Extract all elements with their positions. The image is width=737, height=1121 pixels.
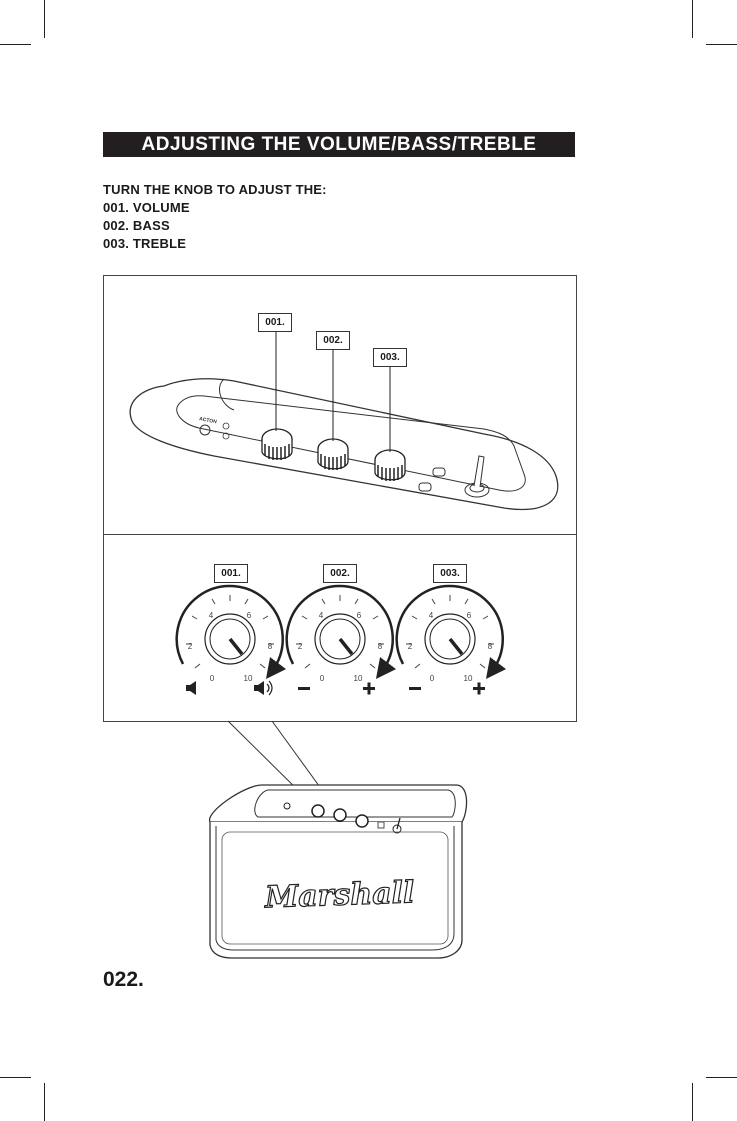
page-number: 022. xyxy=(103,968,144,991)
callout-top-003: 003. xyxy=(373,348,407,367)
speaker-loud-icon xyxy=(254,680,273,696)
minus-icon xyxy=(409,687,421,690)
dial-volume-scale-0: 0 xyxy=(210,674,215,683)
speaker-mute-icon xyxy=(186,681,196,695)
minus-icon xyxy=(298,687,310,690)
svg-text:ACTON: ACTON xyxy=(199,416,218,425)
dial-volume xyxy=(175,584,287,679)
dial-volume-scale-4: 4 xyxy=(209,611,214,620)
plus-icon xyxy=(473,682,485,695)
plus-icon xyxy=(363,682,375,695)
crop-mark-br-v xyxy=(692,1083,693,1121)
crop-mark-br-h xyxy=(706,1077,737,1078)
crop-mark-tl-v xyxy=(44,0,45,38)
instruction-bass: 002. BASS xyxy=(103,218,170,233)
crop-mark-bl-v xyxy=(44,1083,45,1121)
dial-volume-scale-10: 10 xyxy=(244,674,253,683)
dial-bass xyxy=(285,584,397,679)
dials-illustration: 0 2 4 6 8 10 0 2 4 6 8 10 0 2 4 6 8 10 xyxy=(175,584,507,696)
dial-volume-scale-6: 6 xyxy=(247,611,252,620)
callout-bottom-001: 001. xyxy=(214,564,248,583)
section-title: ADJUSTING THE VOLUME/BASS/TREBLE xyxy=(103,132,575,157)
callout-bottom-003: 003. xyxy=(433,564,467,583)
dial-bass-scale-6: 6 xyxy=(357,611,362,620)
dial-volume-scale-8: 8 xyxy=(268,642,273,651)
dial-treble-scale-8: 8 xyxy=(488,642,493,651)
dial-treble-scale-4: 4 xyxy=(429,611,434,620)
dial-diagram-panel: 001. 002. 003. xyxy=(103,534,577,722)
dial-bass-scale-10: 10 xyxy=(354,674,363,683)
dial-treble-scale-2: 2 xyxy=(408,642,413,651)
knob-volume-illustration xyxy=(261,428,293,460)
marshall-logo: Marshall xyxy=(264,875,416,916)
dial-treble-scale-0: 0 xyxy=(430,674,435,683)
instruction-treble: 003. TREBLE xyxy=(103,236,187,251)
callout-top-001: 001. xyxy=(258,313,292,332)
dial-bass-scale-8: 8 xyxy=(378,642,383,651)
knob-bass-illustration xyxy=(317,438,349,470)
instructions-heading: TURN THE KNOB TO ADJUST THE: xyxy=(103,182,327,197)
control-strip-illustration: ACTON xyxy=(129,330,559,511)
dial-treble-scale-10: 10 xyxy=(464,674,473,683)
dial-bass-scale-2: 2 xyxy=(298,642,303,651)
dial-treble-scale-6: 6 xyxy=(467,611,472,620)
control-panel-closeup: ACTON 001. 002. 00 xyxy=(103,275,577,535)
callout-bottom-002: 002. xyxy=(323,564,357,583)
crop-mark-bl-h xyxy=(0,1077,31,1078)
dial-treble xyxy=(395,584,507,679)
crop-mark-tr-h xyxy=(706,44,737,45)
crop-mark-tr-v xyxy=(692,0,693,38)
crop-mark-tl-h xyxy=(0,44,31,45)
instruction-volume: 001. VOLUME xyxy=(103,200,190,215)
callout-top-002: 002. xyxy=(316,331,350,350)
dial-bass-scale-0: 0 xyxy=(320,674,325,683)
dial-bass-scale-4: 4 xyxy=(319,611,324,620)
instructions: TURN THE KNOB TO ADJUST THE: 001. VOLUME… xyxy=(103,181,327,253)
dial-volume-scale-2: 2 xyxy=(188,642,193,651)
knob-treble-illustration xyxy=(374,449,406,481)
